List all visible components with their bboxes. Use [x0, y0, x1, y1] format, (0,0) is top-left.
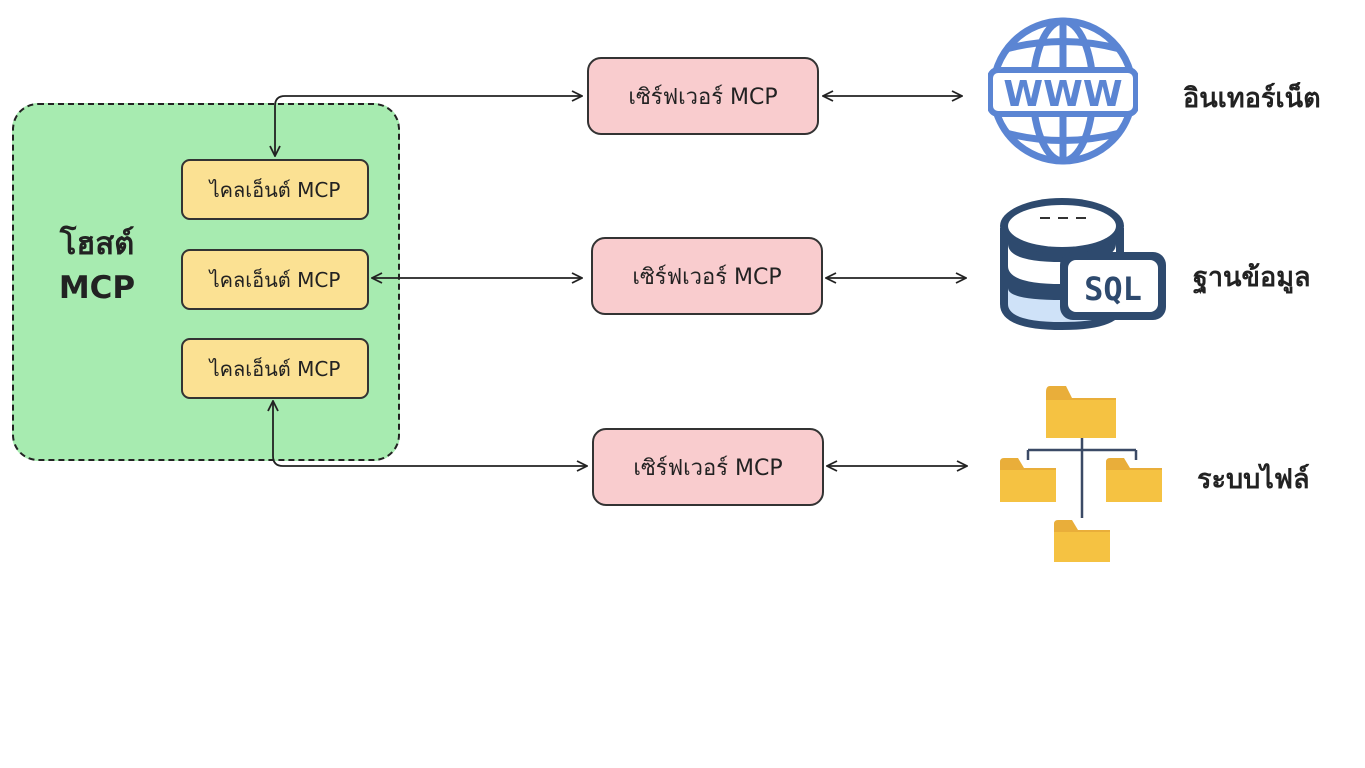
globe-icon-text: WWW: [1003, 74, 1122, 115]
internet-label: อินเทอร์เน็ต: [1183, 83, 1321, 114]
mcp-server-3: เซิร์ฟเวอร์ MCP: [592, 428, 824, 506]
folder-bottom: [1054, 520, 1110, 562]
folder-right: [1106, 458, 1162, 502]
host-title-line1: โฮสต์: [59, 226, 135, 262]
folder-left: [1000, 458, 1056, 502]
mcp-client-3: ไคลเอ็นต์ MCP: [181, 338, 369, 399]
filesystem-label: ระบบไฟล์: [1197, 464, 1310, 495]
arrow-client1-server1: [275, 96, 582, 156]
database-label: ฐานข้อมูล: [1193, 262, 1311, 293]
mcp-client-1: ไคลเอ็นต์ MCP: [181, 159, 369, 220]
database-icon: SQL: [1000, 198, 1166, 330]
mcp-server-1: เซิร์ฟเวอร์ MCP: [587, 57, 819, 135]
host-title-line2: MCP: [58, 270, 136, 306]
host-title: โฮสต์ MCP: [22, 222, 172, 310]
folder-top: [1046, 386, 1116, 438]
globe-icon: WWW: [988, 17, 1138, 165]
database-icon-text: SQL: [1084, 270, 1142, 308]
arrow-client3-server3: [273, 401, 587, 466]
folder-tree-icon: [1000, 386, 1162, 562]
mcp-server-2: เซิร์ฟเวอร์ MCP: [591, 237, 823, 315]
mcp-client-2: ไคลเอ็นต์ MCP: [181, 249, 369, 310]
